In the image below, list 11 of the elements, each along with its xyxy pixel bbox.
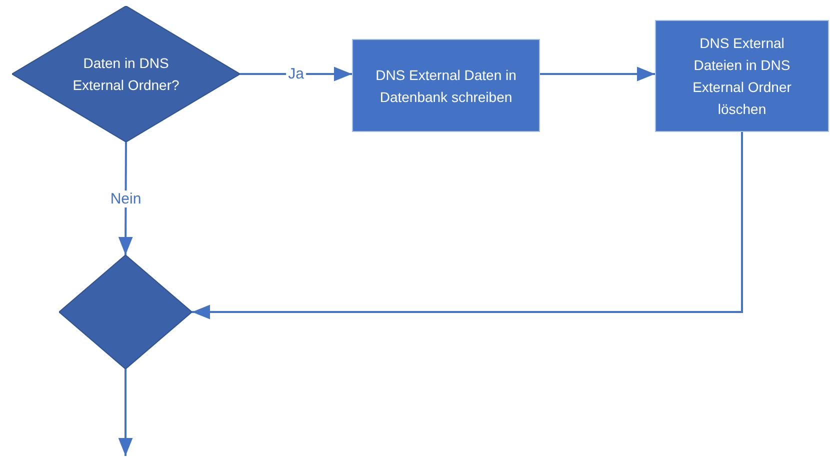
node-text: DNS External Daten in Datenbank schreiben	[374, 66, 518, 106]
process-box	[655, 20, 829, 132]
decision-diamond	[59, 255, 192, 369]
arrow	[118, 369, 133, 456]
arrow	[192, 132, 743, 320]
decision-diamond	[12, 6, 240, 142]
node-text: Daten in DNS External Ordner?	[72, 54, 180, 95]
arrow	[540, 66, 655, 82]
process-box	[352, 39, 540, 132]
node-text: DNS External Dateien in DNS External Ordner löschen	[692, 34, 792, 119]
arrow	[240, 66, 352, 82]
